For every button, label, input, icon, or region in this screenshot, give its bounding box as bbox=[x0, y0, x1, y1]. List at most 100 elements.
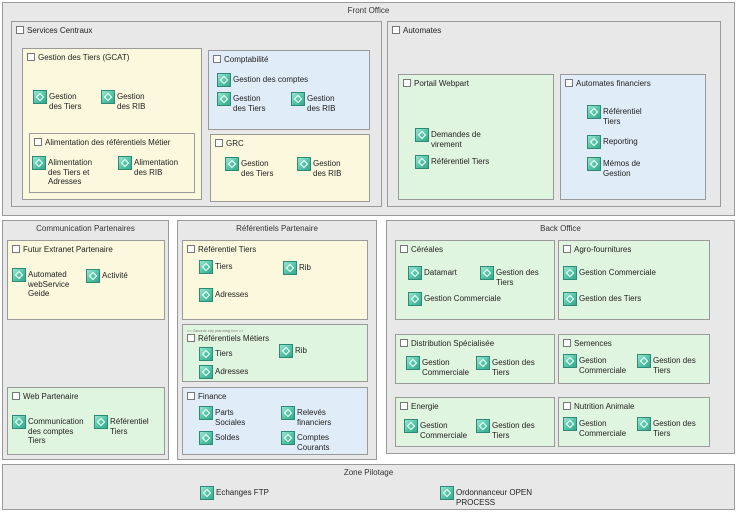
app-component[interactable]: Reporting bbox=[587, 135, 638, 149]
agro-fournitures-box: Agro-fournitures Gestion Commerciale Ges… bbox=[558, 240, 710, 320]
box-title: Céréales bbox=[400, 245, 443, 254]
application-component-icon bbox=[415, 128, 429, 142]
application-component-icon bbox=[587, 135, 601, 149]
app-component[interactable]: Gestion des Tiers bbox=[637, 354, 696, 375]
application-component-icon bbox=[200, 486, 214, 500]
box-toggle-icon[interactable] bbox=[213, 55, 221, 63]
app-component[interactable]: Gestion des Tiers bbox=[637, 417, 696, 438]
app-component[interactable]: Parts Sociales bbox=[199, 406, 245, 427]
app-component[interactable]: Gestion des RIB bbox=[101, 90, 145, 111]
app-component[interactable]: Rib bbox=[283, 261, 311, 275]
app-component[interactable]: Gestion Commerciale bbox=[408, 292, 501, 306]
box-title: Energie bbox=[400, 402, 439, 411]
app-component[interactable]: Gestion Commerciale bbox=[563, 266, 656, 280]
application-component-icon bbox=[476, 419, 490, 433]
application-component-icon bbox=[12, 415, 26, 429]
app-component[interactable]: Gestion des Tiers bbox=[217, 92, 265, 113]
app-component[interactable]: Gestion des Tiers bbox=[225, 157, 273, 178]
app-component[interactable]: Gestion des Tiers bbox=[563, 292, 641, 306]
box-toggle-icon[interactable] bbox=[187, 245, 195, 253]
app-component[interactable]: Tiers bbox=[199, 260, 232, 274]
box-toggle-icon[interactable] bbox=[12, 392, 20, 400]
box-title: Services Centraux bbox=[16, 26, 92, 35]
app-component[interactable]: Gestion Commerciale bbox=[563, 354, 626, 375]
box-title: Semences bbox=[563, 339, 612, 348]
application-component-icon bbox=[281, 406, 295, 420]
application-component-icon bbox=[637, 354, 651, 368]
app-component[interactable]: Rib bbox=[279, 344, 307, 358]
gcat-box: Gestion des Tiers (GCAT) Gestion des Tie… bbox=[22, 48, 202, 200]
application-component-icon bbox=[217, 92, 231, 106]
box-toggle-icon[interactable] bbox=[565, 79, 573, 87]
box-toggle-icon[interactable] bbox=[27, 53, 35, 61]
app-component[interactable]: Gestion des Tiers bbox=[476, 419, 535, 440]
app-component[interactable]: Gestion des Tiers bbox=[480, 266, 539, 287]
app-component[interactable]: Gestion Commerciale bbox=[563, 417, 626, 438]
box-toggle-icon[interactable] bbox=[563, 245, 571, 253]
app-component[interactable]: Ordonnanceur OPEN PROCESS bbox=[440, 486, 532, 507]
box-title: Automates financiers bbox=[565, 79, 651, 88]
semences-box: Semences Gestion Commerciale Gestion des… bbox=[558, 334, 710, 384]
grc-box: GRC Gestion des Tiers Gestion des RIB bbox=[210, 134, 370, 202]
box-toggle-icon[interactable] bbox=[187, 392, 195, 400]
application-component-icon bbox=[563, 417, 577, 431]
box-toggle-icon[interactable] bbox=[563, 402, 571, 410]
box-toggle-icon[interactable] bbox=[403, 79, 411, 87]
zone-title: Back Office bbox=[540, 224, 581, 233]
app-component[interactable]: Gestion Commerciale bbox=[406, 356, 469, 377]
application-component-icon bbox=[563, 266, 577, 280]
application-component-icon bbox=[440, 486, 454, 500]
app-component[interactable]: Automated webService Geide bbox=[12, 268, 69, 299]
futur-extranet-box: Futur Extranet Partenaire Automated webS… bbox=[7, 240, 165, 320]
box-title: Futur Extranet Partenaire bbox=[12, 245, 113, 254]
app-component[interactable]: Mémos de Gestion bbox=[587, 157, 640, 178]
app-component[interactable]: Adresses bbox=[199, 365, 248, 379]
app-component[interactable]: Communication des comptes Tiers bbox=[12, 415, 84, 446]
app-component[interactable]: Tiers bbox=[199, 347, 232, 361]
application-component-icon bbox=[404, 419, 418, 433]
box-toggle-icon[interactable] bbox=[187, 334, 195, 342]
stereotype-label: << Generic city planning box >> bbox=[187, 328, 244, 333]
box-title: Comptabilité bbox=[213, 55, 268, 64]
box-toggle-icon[interactable] bbox=[215, 139, 223, 147]
application-component-icon bbox=[199, 365, 213, 379]
app-component[interactable]: Référentiel Tiers bbox=[587, 105, 642, 126]
box-toggle-icon[interactable] bbox=[400, 339, 408, 347]
zone-title: Communication Partenaires bbox=[36, 224, 135, 233]
app-component[interactable]: Gestion des Tiers bbox=[33, 90, 81, 111]
application-component-icon bbox=[199, 406, 213, 420]
app-component[interactable]: Relevés financiers bbox=[281, 406, 331, 427]
nutrition-animale-box: Nutrition Animale Gestion Commerciale Ge… bbox=[558, 397, 710, 447]
box-toggle-icon[interactable] bbox=[34, 138, 42, 146]
box-title: Référentiel Tiers bbox=[187, 245, 256, 254]
app-component[interactable]: Activité bbox=[86, 269, 128, 283]
automates-box: Automates Portail Webpart Demandes de vi… bbox=[387, 21, 721, 207]
app-component[interactable]: Gestion des comptes bbox=[217, 73, 308, 87]
box-toggle-icon[interactable] bbox=[12, 245, 20, 253]
app-component[interactable]: Soldes bbox=[199, 431, 239, 445]
box-title: Automates bbox=[392, 26, 441, 35]
app-component[interactable]: Comptes Courants bbox=[281, 431, 329, 452]
app-component[interactable]: Gestion des RIB bbox=[291, 92, 335, 113]
app-component[interactable]: Alimentation des Tiers et Adresses bbox=[32, 156, 92, 187]
app-component[interactable]: Demandes de virement bbox=[415, 128, 481, 149]
app-component[interactable]: Référentiel Tiers bbox=[415, 155, 489, 169]
box-title: Agro-fournitures bbox=[563, 245, 631, 254]
box-toggle-icon[interactable] bbox=[16, 26, 24, 34]
app-component[interactable]: Adresses bbox=[199, 288, 248, 302]
app-component[interactable]: Datamart bbox=[408, 266, 457, 280]
box-toggle-icon[interactable] bbox=[563, 339, 571, 347]
app-component[interactable]: Gestion Commerciale bbox=[404, 419, 467, 440]
app-component[interactable]: Alimentation des RIB bbox=[118, 156, 178, 177]
box-toggle-icon[interactable] bbox=[400, 402, 408, 410]
distribution-specialisee-box: Distribution Spécialisée Gestion Commerc… bbox=[395, 334, 555, 384]
box-toggle-icon[interactable] bbox=[400, 245, 408, 253]
app-component[interactable]: Gestion des RIB bbox=[297, 157, 341, 178]
app-component[interactable]: Référentiel Tiers bbox=[94, 415, 149, 436]
application-component-icon bbox=[408, 266, 422, 280]
application-component-icon bbox=[587, 157, 601, 171]
box-toggle-icon[interactable] bbox=[392, 26, 400, 34]
app-component[interactable]: Echanges FTP bbox=[200, 486, 269, 500]
app-component[interactable]: Gestion des Tiers bbox=[476, 356, 535, 377]
comptabilite-box: Comptabilité Gestion des comptes Gestion… bbox=[208, 50, 370, 130]
